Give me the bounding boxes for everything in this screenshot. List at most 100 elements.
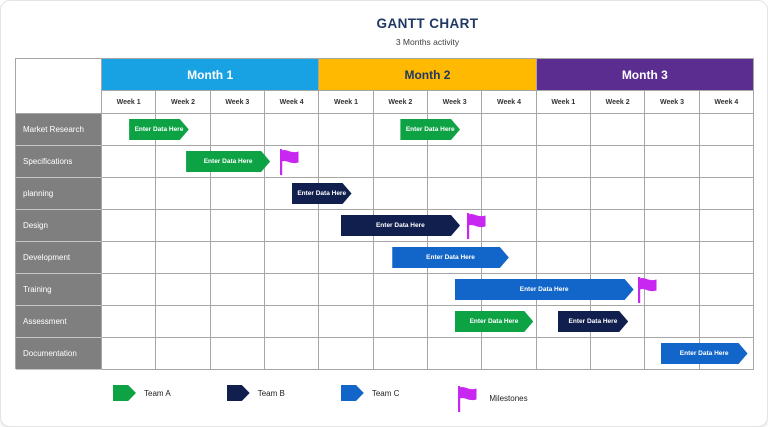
table-corner-cell xyxy=(16,59,102,114)
grid-cell xyxy=(590,178,646,210)
milestone-flag-icon[interactable] xyxy=(635,276,661,304)
legend-label: Team B xyxy=(257,388,285,398)
bar-label: Enter Data Here xyxy=(519,286,569,293)
gantt-bar[interactable]: Enter Data Here xyxy=(558,311,629,332)
grid-cell xyxy=(210,114,265,146)
legend-item-team-b: Team B xyxy=(226,385,285,401)
milestone-flag-icon[interactable] xyxy=(277,148,303,176)
grid-cell xyxy=(373,274,428,306)
legend-bar-icon xyxy=(226,385,250,401)
legend-flag-icon xyxy=(455,385,481,412)
week-header: Week 2 xyxy=(373,91,428,114)
grid-cell xyxy=(210,178,265,210)
grid-cell xyxy=(156,338,211,370)
grid-cell xyxy=(102,274,157,306)
grid-cell xyxy=(699,274,754,306)
week-header: Week 1 xyxy=(102,91,157,114)
legend-item-team-a: Team A xyxy=(113,385,171,401)
legend-item-milestones: Milestones xyxy=(455,385,528,412)
gantt-bar[interactable]: Enter Data Here xyxy=(455,279,634,300)
grid-cell xyxy=(264,306,320,338)
gantt-bar[interactable]: Enter Data Here xyxy=(455,311,534,332)
bar-label: Enter Data Here xyxy=(134,126,184,133)
grid-cell xyxy=(482,146,537,178)
task-row-label: Documentation xyxy=(16,338,102,370)
grid-cell xyxy=(264,242,320,274)
grid-cell xyxy=(482,210,537,242)
grid-cell xyxy=(645,210,700,242)
bar-label: Enter Data Here xyxy=(426,254,475,261)
legend-label: Milestones xyxy=(489,393,528,403)
grid-cell xyxy=(699,146,754,178)
milestone-flag-icon[interactable] xyxy=(464,212,490,240)
grid-cell xyxy=(319,242,374,274)
grid-cell xyxy=(210,242,265,274)
grid-cell xyxy=(319,114,374,146)
grid-cell xyxy=(210,306,265,338)
month-header-1: Month 1 xyxy=(102,59,320,91)
week-header: Week 1 xyxy=(536,91,591,114)
grid-cell xyxy=(373,146,428,178)
page-subtitle: 3 Months activity xyxy=(395,37,460,47)
grid-cell xyxy=(102,178,157,210)
gantt-bar[interactable]: Enter Data Here xyxy=(392,247,509,268)
grid-cell xyxy=(156,178,211,210)
grid-cell xyxy=(264,210,320,242)
grid-cell xyxy=(536,242,591,274)
grid-cell xyxy=(156,274,211,306)
week-header: Week 3 xyxy=(645,91,700,114)
gantt-bar[interactable]: Enter Data Here xyxy=(129,119,189,140)
week-header: Week 1 xyxy=(319,91,374,114)
grid-cell xyxy=(590,114,646,146)
legend-label: Team A xyxy=(144,388,171,398)
task-row-label: planning xyxy=(16,178,102,210)
week-header: Week 2 xyxy=(156,91,211,114)
bar-label: Enter Data Here xyxy=(375,222,425,229)
gantt-bar[interactable]: Enter Data Here xyxy=(661,343,748,364)
grid-cell xyxy=(536,338,591,370)
task-row-label: Development xyxy=(16,242,102,274)
grid-cell xyxy=(645,114,700,146)
week-header: Week 4 xyxy=(264,91,320,114)
grid-cell xyxy=(590,146,646,178)
grid-cell xyxy=(373,306,428,338)
grid-cell xyxy=(373,338,428,370)
grid-cell xyxy=(536,210,591,242)
gantt-bar[interactable]: Enter Data Here xyxy=(341,215,460,236)
month-header-3: Month 3 xyxy=(536,59,754,91)
task-row-label: Training xyxy=(16,274,102,306)
grid-cell xyxy=(590,242,646,274)
gantt-bar[interactable]: Enter Data Here xyxy=(400,119,460,140)
grid-cell xyxy=(427,338,483,370)
grid-cell xyxy=(102,306,157,338)
legend-bar-icon xyxy=(113,385,136,401)
grid-cell xyxy=(699,178,754,210)
grid-cell xyxy=(645,242,700,274)
grid-cell xyxy=(373,178,428,210)
legend-item-team-c: Team C xyxy=(340,385,399,401)
gantt-bar[interactable]: Enter Data Here xyxy=(292,183,352,204)
gantt-bar[interactable]: Enter Data Here xyxy=(186,151,270,172)
grid-cell xyxy=(210,338,265,370)
task-row-label: Assessment xyxy=(16,306,102,338)
grid-cell xyxy=(264,338,320,370)
grid-cell xyxy=(645,146,700,178)
task-row-label: Design xyxy=(16,210,102,242)
grid-cell xyxy=(319,338,374,370)
grid-cell xyxy=(102,146,157,178)
grid-cell xyxy=(536,146,591,178)
grid-cell xyxy=(264,114,320,146)
grid-cell xyxy=(210,274,265,306)
week-header: Week 4 xyxy=(699,91,754,114)
grid-cell xyxy=(536,178,591,210)
grid-cell xyxy=(699,242,754,274)
grid-cell xyxy=(102,242,157,274)
grid-cell xyxy=(319,274,374,306)
bar-label: Enter Data Here xyxy=(469,318,519,325)
grid-cell xyxy=(699,210,754,242)
grid-cell xyxy=(319,146,374,178)
